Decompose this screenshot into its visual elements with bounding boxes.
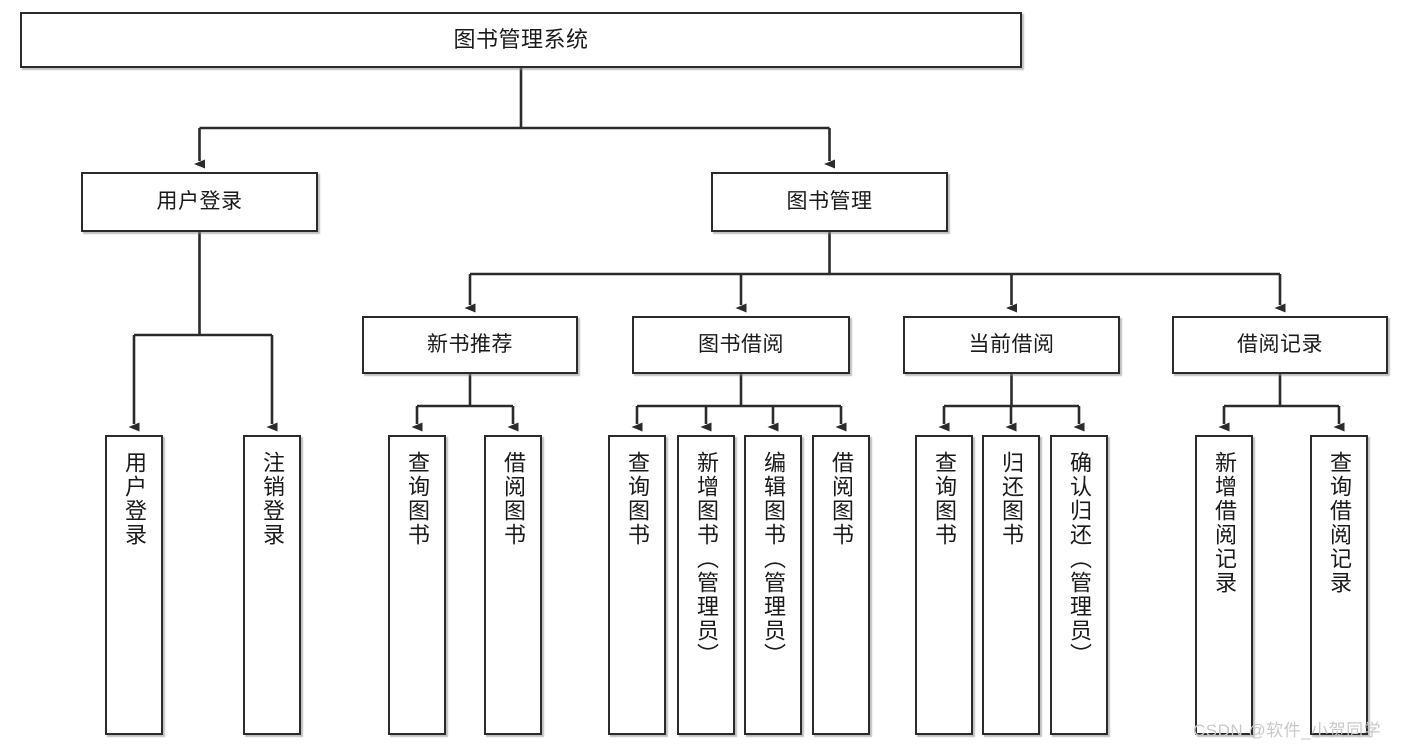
node-leaf-0[interactable]: 用户登录 — [105, 435, 163, 735]
node-leaf-9[interactable]: 归还图书 — [982, 435, 1040, 735]
node-leaf-5[interactable]: 新增图书（管理员） — [677, 435, 735, 735]
node-label: 借阅图书 — [500, 451, 526, 547]
node-leaf-12[interactable]: 查询借阅记录 — [1310, 435, 1368, 735]
node-label: 图书管理 — [786, 189, 873, 213]
node-label: 查询图书 — [624, 451, 650, 547]
node-level3-2[interactable]: 当前借阅 — [903, 316, 1120, 374]
node-level2-1[interactable]: 图书管理 — [711, 172, 948, 232]
node-label: 图书管理系统 — [453, 27, 589, 53]
node-label: 注销登录 — [259, 451, 285, 547]
node-leaf-3[interactable]: 借阅图书 — [484, 435, 542, 735]
node-label: 图书借阅 — [698, 332, 784, 356]
node-label: 归还图书 — [998, 451, 1024, 547]
node-leaf-4[interactable]: 查询图书 — [608, 435, 666, 735]
node-leaf-11[interactable]: 新增借阅记录 — [1195, 435, 1253, 735]
node-leaf-1[interactable]: 注销登录 — [243, 435, 301, 735]
node-level2-0[interactable]: 用户登录 — [81, 172, 318, 232]
node-leaf-7[interactable]: 借阅图书 — [812, 435, 870, 735]
csdn-watermark: CSDN @软件_小贺同学 — [1193, 721, 1382, 740]
node-leaf-6[interactable]: 编辑图书（管理员） — [744, 435, 802, 735]
node-root[interactable]: 图书管理系统 — [20, 12, 1022, 68]
node-label: 查询图书 — [931, 451, 957, 547]
node-label: 借阅记录 — [1237, 332, 1323, 356]
node-level3-0[interactable]: 新书推荐 — [362, 316, 578, 374]
node-label: 用户登录 — [121, 451, 147, 547]
node-label: 查询借阅记录 — [1326, 451, 1352, 595]
node-label: 编辑图书（管理员） — [760, 451, 786, 667]
node-label: 确认归还（管理员） — [1066, 451, 1092, 667]
node-leaf-8[interactable]: 查询图书 — [915, 435, 973, 735]
node-leaf-10[interactable]: 确认归还（管理员） — [1050, 435, 1108, 735]
node-leaf-2[interactable]: 查询图书 — [388, 435, 446, 735]
node-label: 查询图书 — [404, 451, 430, 547]
node-label: 新增图书（管理员） — [693, 451, 719, 667]
node-label: 新增借阅记录 — [1211, 451, 1237, 595]
node-level3-1[interactable]: 图书借阅 — [632, 316, 850, 374]
node-label: 用户登录 — [156, 189, 243, 213]
node-level3-3[interactable]: 借阅记录 — [1172, 316, 1388, 374]
node-label: 新书推荐 — [427, 332, 513, 356]
node-label: 当前借阅 — [968, 332, 1055, 356]
node-label: 借阅图书 — [828, 451, 854, 547]
